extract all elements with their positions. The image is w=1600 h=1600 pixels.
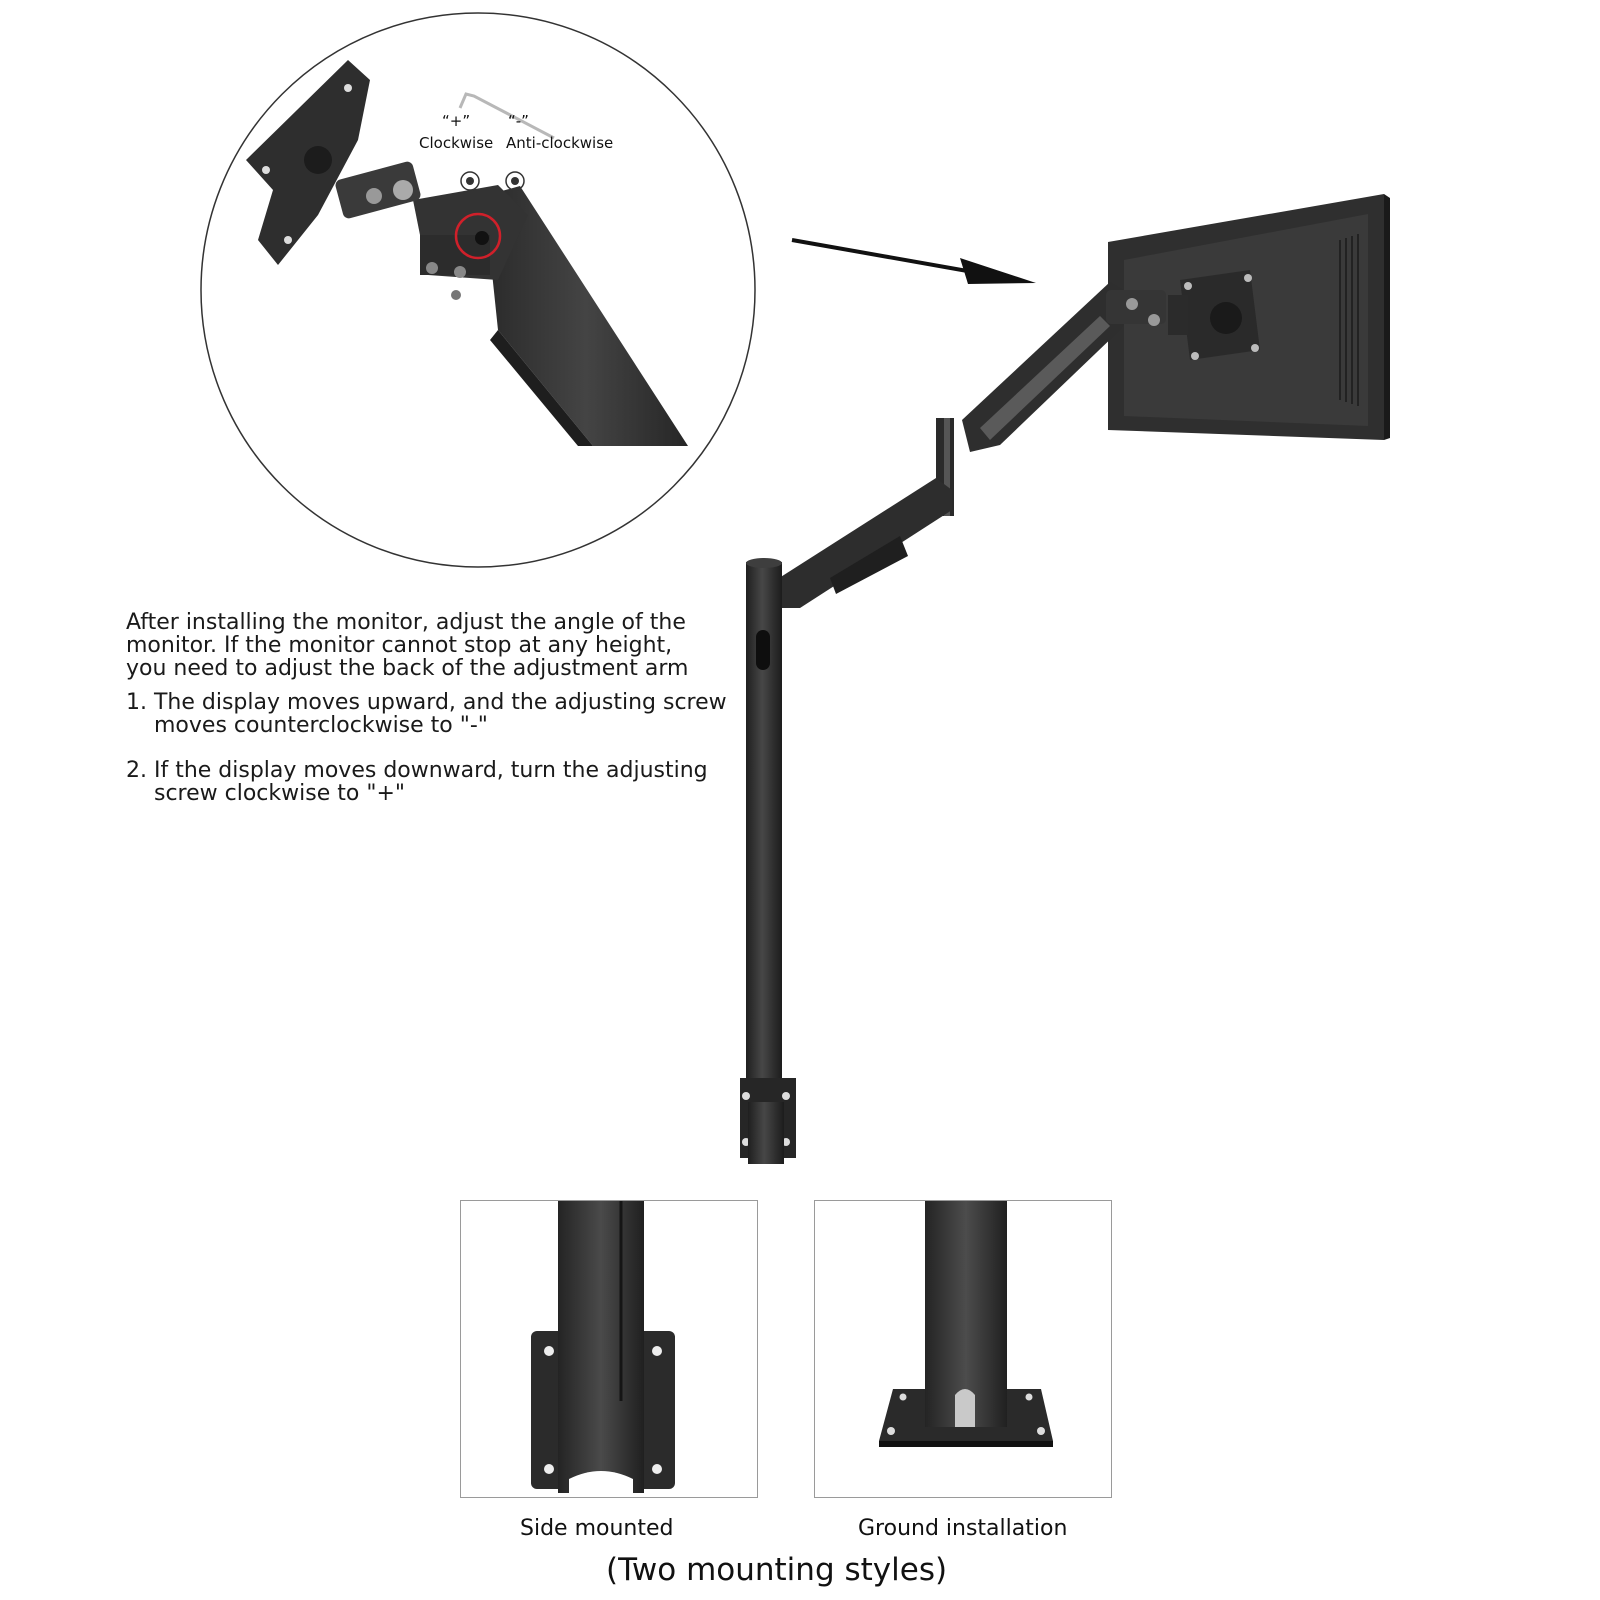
highlight-circle <box>454 212 502 260</box>
instruction-step-1: 1. The display moves upward, and the adj… <box>126 691 766 737</box>
plus-symbol: “+” <box>442 112 471 130</box>
monitor-stand-illustration <box>740 190 1400 1190</box>
lower-arm <box>776 478 952 608</box>
step-line: 1. The display moves upward, and the adj… <box>126 690 727 715</box>
monitor-back <box>1108 194 1390 440</box>
side-mount-illustration <box>531 1201 675 1497</box>
pointer-arrow <box>790 230 1050 300</box>
callout-arm <box>484 186 688 446</box>
mounting-styles-subtitle: (Two mounting styles) <box>606 1552 948 1588</box>
anticlockwise-label: Anti-clockwise <box>506 134 614 152</box>
instructions-intro: After installing the monitor, adjust the… <box>126 611 766 680</box>
step-line: 2. If the display moves downward, turn t… <box>126 758 708 783</box>
detail-callout <box>198 10 758 570</box>
intro-line: monitor. If the monitor cannot stop at a… <box>126 633 673 658</box>
minus-symbol: “-” <box>508 112 529 130</box>
side-pole <box>558 1201 644 1493</box>
ground-mount-photo <box>814 1200 1112 1498</box>
step-line: screw clockwise to "+" <box>154 781 405 806</box>
clockwise-label: Clockwise <box>419 134 494 152</box>
ground-mount-caption: Ground installation <box>858 1516 1068 1541</box>
callout-circle <box>200 12 756 568</box>
ground-mount-illustration <box>879 1201 1053 1447</box>
cable-opening <box>955 1389 975 1427</box>
instruction-step-2: 2. If the display moves downward, turn t… <box>126 759 766 805</box>
intro-line: After installing the monitor, adjust the… <box>126 610 686 635</box>
hex-key <box>458 92 555 140</box>
side-mount-photo <box>460 1200 758 1498</box>
side-mount-caption: Side mounted <box>520 1516 674 1541</box>
detail-callout-illustration <box>200 12 756 568</box>
plus-screw-icon <box>460 171 480 191</box>
arrow-icon <box>791 238 1036 284</box>
step-line: moves counterclockwise to "-" <box>154 713 488 738</box>
stand-drawing <box>740 194 1390 1164</box>
minus-screw-icon <box>505 171 525 191</box>
cable-slot <box>756 630 770 670</box>
intro-line: you need to adjust the back of the adjus… <box>126 656 689 681</box>
instructions: After installing the monitor, adjust the… <box>126 611 766 805</box>
